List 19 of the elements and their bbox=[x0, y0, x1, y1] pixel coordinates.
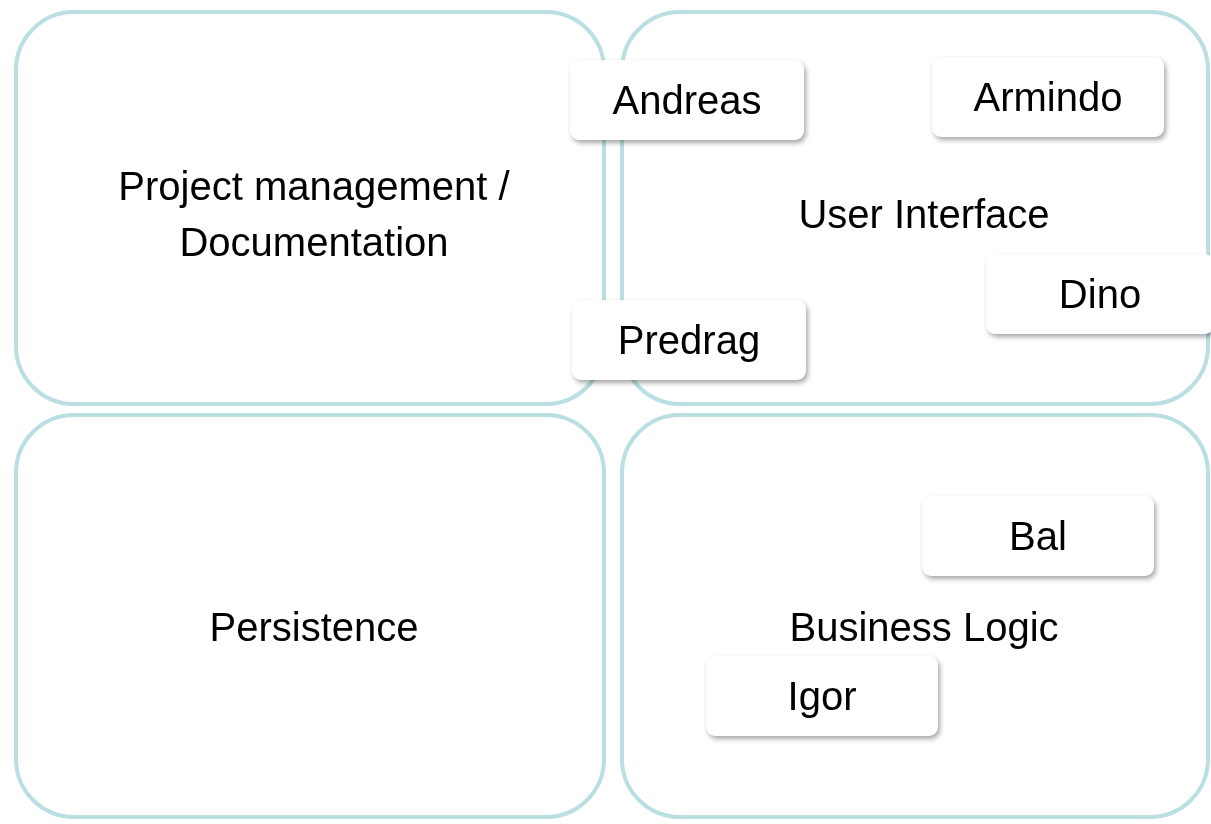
person-name: Andreas bbox=[612, 77, 762, 123]
person-name: Bal bbox=[1009, 513, 1067, 559]
area-box bbox=[14, 10, 606, 406]
name-tag bbox=[706, 656, 938, 736]
person-name: Predrag bbox=[617, 317, 761, 363]
area-box bbox=[14, 413, 606, 819]
name-tag bbox=[986, 254, 1211, 334]
name-tag bbox=[572, 300, 806, 380]
area-box bbox=[620, 413, 1210, 819]
area-title: Project management / Documentation bbox=[117, 163, 511, 266]
person-name: Dino bbox=[1058, 271, 1142, 317]
area-title: Business Logic bbox=[788, 604, 1060, 651]
name-tag bbox=[922, 496, 1154, 576]
person-name: Igor bbox=[787, 673, 857, 719]
person-name: Armindo bbox=[973, 74, 1123, 120]
area-title: Persistence bbox=[208, 604, 420, 651]
name-tag bbox=[570, 60, 804, 140]
name-tag bbox=[932, 57, 1164, 137]
area-title: User Interface bbox=[797, 191, 1051, 238]
